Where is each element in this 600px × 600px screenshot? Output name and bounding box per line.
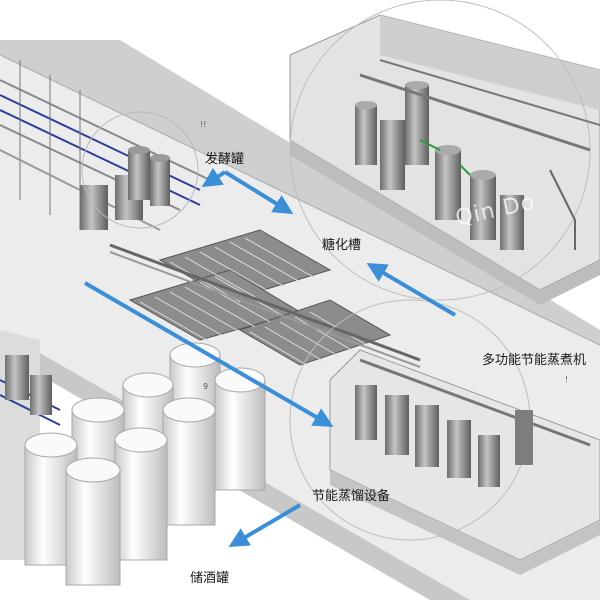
arrow-fermentation-tail <box>223 170 294 215</box>
arrow-to-storage <box>228 503 302 548</box>
storage-tanks <box>24 342 266 586</box>
label-saccharification-tank: 糖化槽 <box>322 238 362 253</box>
fermentation-vessels <box>80 146 170 230</box>
marker-top: !! <box>200 120 207 129</box>
flow-arrows <box>83 167 457 548</box>
arrow-to-saccharification <box>366 262 457 317</box>
label-fermentation-tank: 发酵罐 <box>205 152 245 167</box>
distillation-room-inset <box>289 299 600 575</box>
main-conveyor <box>109 243 421 362</box>
saccharification-rows <box>128 229 392 366</box>
marker-right: ! <box>565 375 569 384</box>
cooking-room-inset <box>289 0 600 305</box>
saccharification-grid <box>139 237 371 368</box>
tank-tag: 9 <box>203 382 209 391</box>
label-storage-tank: 储酒罐 <box>190 571 230 586</box>
label-multi-function-cooker: 多功能节能蒸煮机 <box>482 353 587 368</box>
detail-circle-left <box>81 111 199 229</box>
arrow-to-fermentation <box>201 167 227 188</box>
arrow-to-distillation <box>83 281 334 428</box>
label-distillation-equipment: 节能蒸馏设备 <box>312 489 391 504</box>
